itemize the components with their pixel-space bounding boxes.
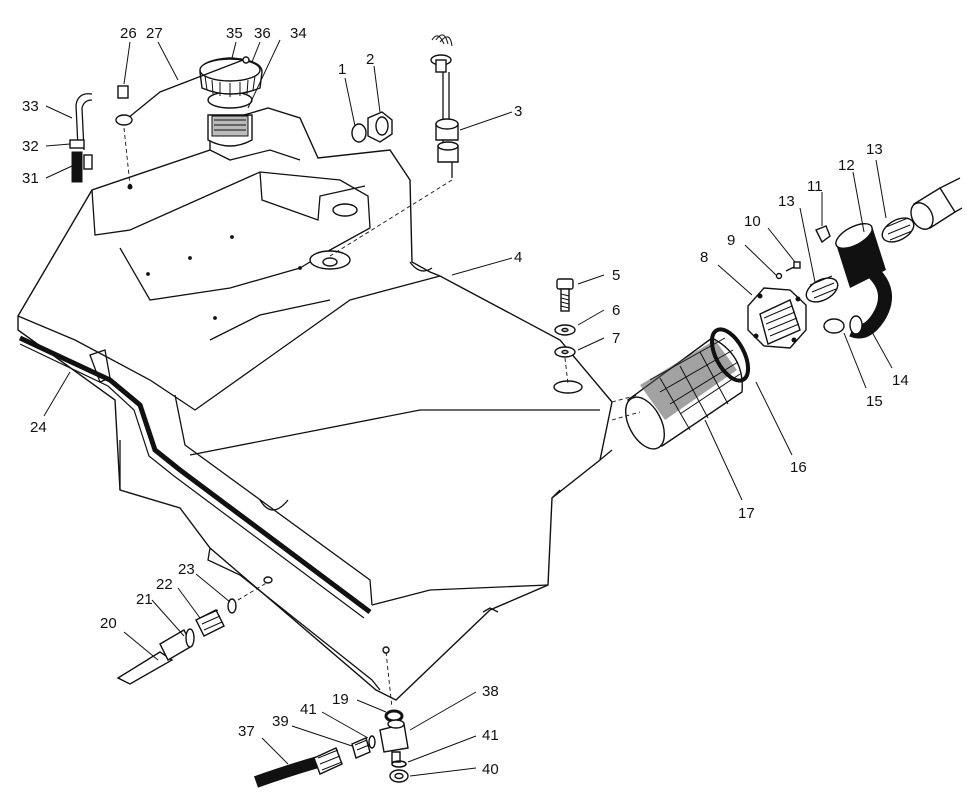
fuel-sender-assembly xyxy=(329,34,459,257)
tank-seal-strip xyxy=(18,335,372,619)
callout-5: 5 xyxy=(612,267,620,284)
callout-14: 14 xyxy=(892,372,909,389)
callout-40: 40 xyxy=(482,761,499,778)
callout-26: 26 xyxy=(120,25,137,42)
callout-17: 17 xyxy=(738,505,755,522)
callout-27: 27 xyxy=(146,25,163,42)
callout-37: 37 xyxy=(238,723,255,740)
mounting-bolt-stack xyxy=(554,278,576,385)
drain-valve-assembly xyxy=(116,576,273,685)
callout-39: 39 xyxy=(272,713,289,730)
fuel-tank xyxy=(17,107,613,701)
callout-1: 1 xyxy=(338,61,346,78)
filler-cap-assembly xyxy=(115,56,263,190)
callout-31: 31 xyxy=(22,170,39,187)
callout-19: 19 xyxy=(332,691,349,708)
callout-9: 9 xyxy=(727,232,735,249)
callout-23: 23 xyxy=(178,561,195,578)
lower-fuel-fittings xyxy=(254,646,409,788)
callout-2: 2 xyxy=(366,51,374,68)
callout-22: 22 xyxy=(156,576,173,593)
callout-38: 38 xyxy=(482,683,499,700)
callout-16: 16 xyxy=(790,459,807,476)
callout-24: 24 xyxy=(30,419,47,436)
callout-11: 11 xyxy=(807,178,823,195)
callout-13-right: 13 xyxy=(866,141,883,158)
callout-leader-lines xyxy=(43,39,893,777)
callout-32: 32 xyxy=(22,138,39,155)
fuel-filter-assembly xyxy=(611,177,963,450)
callout-3: 3 xyxy=(514,103,522,120)
callout-35: 35 xyxy=(226,25,243,42)
callout-34: 34 xyxy=(290,25,307,42)
callout-33: 33 xyxy=(22,98,39,115)
callout-13-left: 13 xyxy=(778,193,795,210)
callout-36: 36 xyxy=(254,25,271,42)
breather-hose-assembly xyxy=(69,93,93,183)
callout-20: 20 xyxy=(100,615,117,632)
callout-6: 6 xyxy=(612,302,620,319)
callout-4: 4 xyxy=(514,249,522,266)
callout-15: 15 xyxy=(866,393,883,410)
callout-41-right: 41 xyxy=(482,727,499,744)
tank-fitting-1-2 xyxy=(351,111,393,143)
callout-21: 21 xyxy=(136,591,153,608)
callout-8: 8 xyxy=(700,249,708,266)
callout-labels: 1 2 3 4 5 6 7 8 9 10 11 12 13 13 14 15 1… xyxy=(22,25,909,778)
callout-12: 12 xyxy=(838,157,855,174)
callout-7: 7 xyxy=(612,330,620,347)
callout-10: 10 xyxy=(744,213,761,230)
callout-41-left: 41 xyxy=(300,701,317,718)
